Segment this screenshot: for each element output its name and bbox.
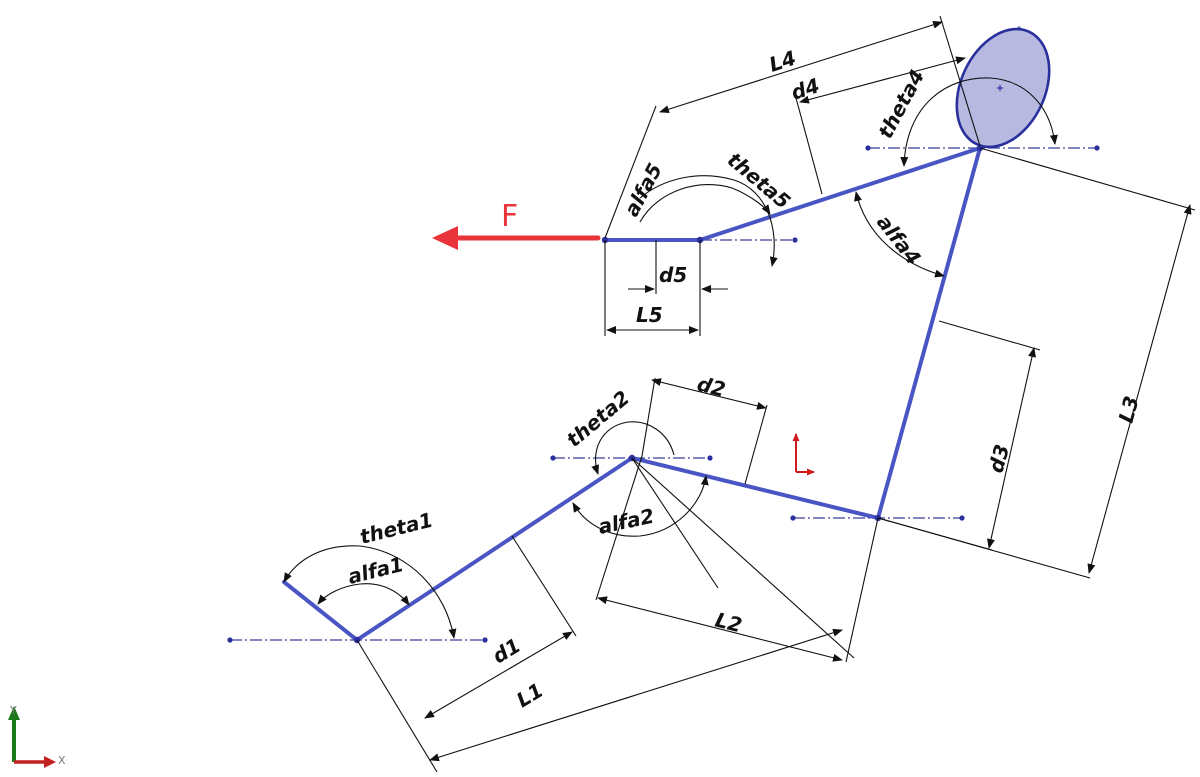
dimension-d1[interactable] bbox=[424, 535, 577, 719]
label-d2[interactable]: d2 bbox=[695, 372, 728, 402]
triad-y-label: Y bbox=[9, 704, 17, 717]
label-theta2[interactable]: theta2 bbox=[562, 386, 634, 452]
angle-arc-theta2[interactable] bbox=[591, 421, 675, 475]
label-L4[interactable]: L4 bbox=[766, 46, 799, 77]
label-theta1[interactable]: theta1 bbox=[357, 508, 435, 549]
label-alfa5[interactable]: alfa5 bbox=[619, 159, 667, 220]
dimension-d5[interactable] bbox=[628, 240, 728, 294]
angle-arc-alfa1[interactable] bbox=[317, 583, 410, 606]
link-0[interactable] bbox=[282, 580, 359, 642]
label-d4[interactable]: d4 bbox=[788, 73, 822, 105]
xyz-triad-icon: Y X bbox=[8, 704, 66, 768]
angle-arc-theta5[interactable] bbox=[639, 175, 778, 267]
label-alfa1[interactable]: alfa1 bbox=[345, 552, 406, 589]
label-alfa2[interactable]: alfa2 bbox=[596, 504, 656, 539]
dimension-L5[interactable] bbox=[604, 240, 701, 336]
label-L3[interactable]: L3 bbox=[1114, 393, 1144, 425]
dimension-labels: L1 d1 L2 d2 L3 d3 L4 d4 L5 d5 theta1 alf… bbox=[345, 46, 1143, 713]
origin-axes-icon bbox=[792, 433, 815, 476]
label-d3[interactable]: d3 bbox=[984, 442, 1014, 475]
force-vector[interactable]: F bbox=[432, 199, 601, 250]
triad-x-label: X bbox=[58, 754, 66, 767]
left-arrow-icon bbox=[432, 226, 458, 250]
dimension-d4[interactable] bbox=[795, 56, 966, 195]
dimension-L3[interactable] bbox=[877, 147, 1196, 579]
label-L2[interactable]: L2 bbox=[713, 608, 745, 638]
angle-arc-alfa2[interactable] bbox=[572, 475, 709, 537]
dimension-L1[interactable] bbox=[356, 457, 855, 773]
label-L5[interactable]: L5 bbox=[636, 303, 663, 327]
dimension-d2[interactable] bbox=[641, 377, 768, 485]
link-2[interactable] bbox=[630, 456, 880, 520]
label-alfa4[interactable]: alfa4 bbox=[872, 210, 926, 269]
label-theta4[interactable]: theta4 bbox=[873, 65, 929, 142]
end-effector-body[interactable] bbox=[939, 14, 1068, 162]
angle-arc-alfa5[interactable] bbox=[639, 184, 771, 223]
angle-arc-alfa4[interactable] bbox=[854, 191, 945, 278]
label-L1[interactable]: L1 bbox=[512, 678, 547, 712]
label-d5[interactable]: d5 bbox=[659, 263, 687, 287]
force-label: F bbox=[501, 199, 518, 234]
angle-arc-theta1[interactable] bbox=[283, 545, 457, 639]
dimensions bbox=[283, 15, 1196, 773]
dimension-d3[interactable] bbox=[877, 320, 1041, 551]
angle-arc-theta4[interactable] bbox=[900, 77, 1058, 167]
link-3[interactable] bbox=[876, 146, 982, 520]
link-1[interactable] bbox=[355, 456, 634, 642]
